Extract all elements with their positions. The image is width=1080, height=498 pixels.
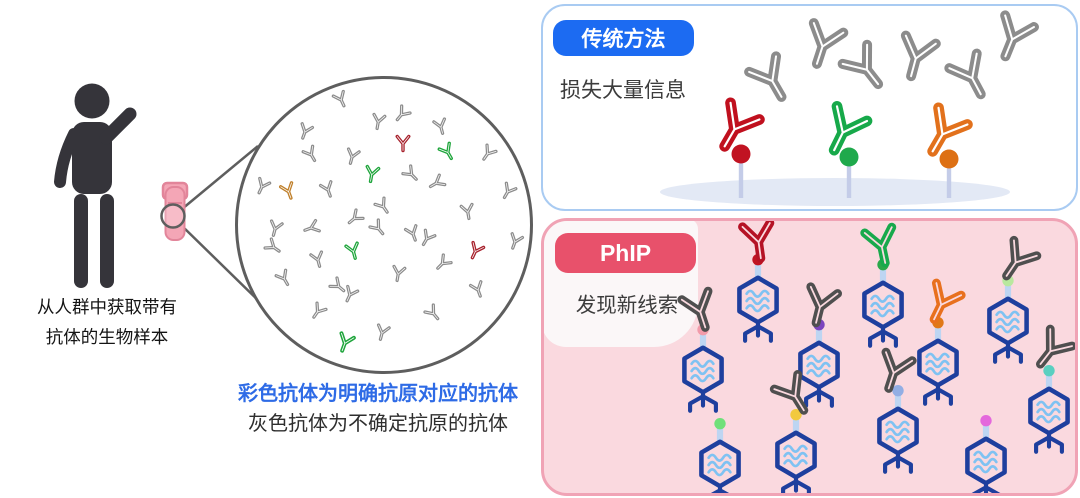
antibody-icon xyxy=(769,369,809,415)
antibody-icon xyxy=(421,228,436,246)
legend-gray: 灰色抗体为不确定抗原的抗体 xyxy=(248,413,508,435)
legend-colored: 彩色抗体为明确抗原对应的抗体 xyxy=(238,383,518,405)
phage-icon xyxy=(682,324,724,413)
antibody-icon xyxy=(422,302,439,320)
antibody-icon xyxy=(403,223,417,242)
antibody-icon xyxy=(428,173,446,188)
person-icon xyxy=(54,83,137,288)
antibody-icon xyxy=(279,181,294,200)
legend: 彩色抗体为明确抗原对应的抗体 灰色抗体为不确定抗原的抗体 xyxy=(208,379,548,439)
antibody-icon xyxy=(481,142,498,161)
antibody-icon xyxy=(376,322,391,341)
antibody-icon xyxy=(372,195,389,214)
antibody-icon xyxy=(274,268,289,286)
phage-icon xyxy=(877,385,919,474)
antigen-post xyxy=(946,159,952,198)
antigen-ball xyxy=(731,144,751,164)
phage-icon xyxy=(987,275,1029,364)
antibody-icon xyxy=(391,264,406,282)
left-caption-line2: 抗体的生物样本 xyxy=(45,327,169,347)
antibody-icon xyxy=(371,112,386,130)
antigen-ball xyxy=(839,147,859,167)
antibody-icon xyxy=(431,116,446,135)
antibody-icon xyxy=(346,146,361,165)
phip-box: PhIP 发现新线索 xyxy=(541,218,1078,496)
antigen-dot xyxy=(714,418,726,430)
antibody-icon xyxy=(1036,324,1075,369)
traditional-method-badge: 传统方法 xyxy=(553,20,694,56)
sample-tube-icon xyxy=(161,181,189,241)
antibody-icon xyxy=(510,231,524,250)
antibody-icon xyxy=(1002,235,1042,281)
antigen-dot xyxy=(790,409,802,421)
antigen-post xyxy=(738,154,744,198)
traditional-method-box: 传统方法 损失大量信息 xyxy=(541,4,1078,211)
antibody-icon xyxy=(738,221,775,263)
antibody-icon xyxy=(837,39,884,90)
antibody-icon xyxy=(806,282,843,327)
antibody-icon xyxy=(365,164,381,184)
antibody-icon xyxy=(347,207,365,224)
antibody-icon xyxy=(262,236,281,253)
antigen-dot xyxy=(1043,365,1055,377)
antigen-dot xyxy=(892,385,904,397)
antibody-icon xyxy=(744,51,787,102)
antibody-icon xyxy=(344,284,359,302)
antibody-icon xyxy=(338,330,356,353)
antibody-icon xyxy=(400,163,418,181)
phage-icon xyxy=(737,254,779,343)
antibody-icon xyxy=(828,100,873,156)
antibody-icon xyxy=(269,218,284,237)
left-caption-line1: 从人群中获取带有 xyxy=(37,297,177,317)
surface-ellipse xyxy=(660,178,1010,206)
antibody-icon xyxy=(395,134,411,153)
antibody-icon xyxy=(318,179,332,198)
antigen-dot xyxy=(980,415,992,427)
magnifier-circle xyxy=(160,203,186,229)
phip-caption: 发现新线索 xyxy=(575,294,679,317)
antibody-icon xyxy=(300,121,314,140)
antibody-icon xyxy=(719,97,765,152)
antibody-icon xyxy=(502,181,517,199)
antibody-icon xyxy=(1000,10,1039,62)
antibody-icon xyxy=(344,241,359,260)
phage-icon xyxy=(862,259,904,348)
antibody-icon xyxy=(437,141,453,161)
antibody-icon xyxy=(311,300,328,319)
phage-icon xyxy=(775,409,817,493)
antibody-icon xyxy=(929,278,966,324)
antibody-icon xyxy=(367,217,384,235)
phage-icon xyxy=(699,418,741,493)
phage-icon xyxy=(1028,365,1070,454)
antibody-icon xyxy=(881,347,917,393)
traditional-caption: 损失大量信息 xyxy=(560,79,686,102)
left-caption: 从人群中获取带有 抗体的生物样本 xyxy=(6,292,208,352)
antibody-icon xyxy=(301,144,316,162)
antibody-icon xyxy=(900,30,941,82)
phage-icon xyxy=(965,415,1007,493)
sample-circle xyxy=(235,76,533,374)
antibody-icon xyxy=(327,275,345,292)
antibody-icon xyxy=(944,48,986,100)
antibody-icon xyxy=(256,176,271,194)
antibody-icon xyxy=(331,89,346,107)
antibody-icon xyxy=(468,279,482,298)
antibody-icon xyxy=(308,249,323,268)
phip-badge: PhIP xyxy=(555,233,696,273)
antibody-icon xyxy=(470,240,486,260)
antibody-icon xyxy=(677,286,713,332)
antibody-icon xyxy=(395,103,412,121)
antibody-icon xyxy=(808,18,849,69)
antibody-icon xyxy=(302,218,321,232)
antibody-icon xyxy=(435,252,453,270)
antibody-icon xyxy=(927,102,973,157)
antigen-post xyxy=(846,157,852,198)
antibody-icon xyxy=(459,202,474,220)
antigen-ball xyxy=(939,149,959,169)
antibody-icon xyxy=(860,222,897,268)
